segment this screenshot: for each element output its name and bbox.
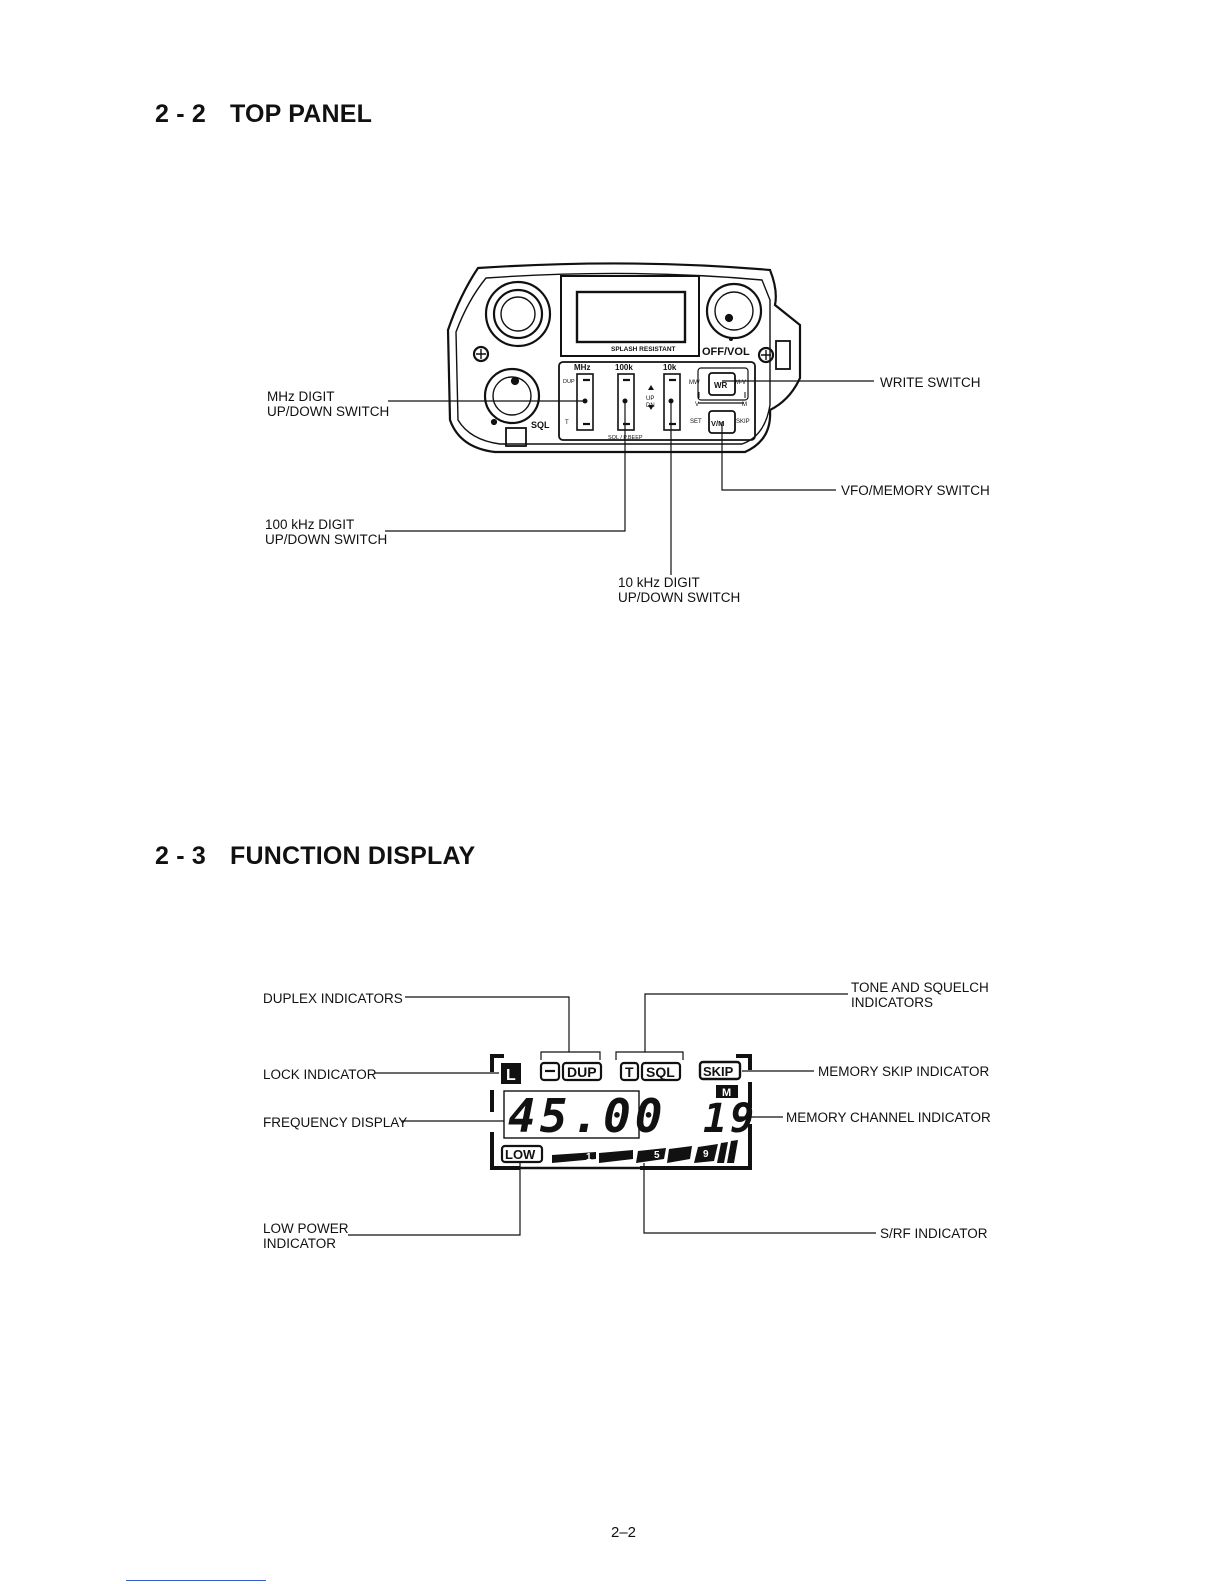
svg-text:M: M [722,1087,731,1099]
svg-text:LOW: LOW [505,1147,536,1162]
section-title-text: TOP PANEL [230,100,373,128]
wr-label: WR [714,381,728,390]
t-label: T [565,420,569,426]
label-duplex-indicators: DUPLEX INDICATORS [263,991,403,1006]
leader-vfo [721,422,836,491]
label-srf-indicator: S/RF INDICATOR [880,1226,988,1241]
duplex-dup-icon: DUP [561,1061,603,1082]
section-number: 2 - 3 [155,842,207,870]
mhz-label: MHz [574,363,590,372]
m-label: M [742,402,747,408]
lock-indicator-icon: L [501,1063,521,1084]
section-heading-function-display: 2 - 3 FUNCTION DISPLAY [155,842,475,871]
lcd-frame-left [490,1054,520,1170]
label-frequency-display: FREQUENCY DISPLAY [263,1115,408,1130]
squelch-sql-icon: SQL [640,1061,682,1082]
s1-mark: 1 [586,1152,592,1163]
memory-skip-icon: SKIP [698,1060,742,1081]
svg-text:T: T [625,1064,634,1080]
sql-knob-label: SQL [531,420,550,430]
s5-mark: 5 [654,1150,660,1161]
label-memory-channel: MEMORY CHANNEL INDICATOR [786,1110,991,1125]
label-100khz-switch: 100 kHz DIGIT UP/DOWN SWITCH [265,517,388,547]
k10-label: 10k [663,363,677,372]
dn-label: DN [646,403,655,409]
svg-text:SKIP: SKIP [703,1064,734,1079]
svg-text:DUP: DUP [567,1064,597,1080]
page-number: 2–2 [611,1524,637,1541]
tone-t-icon: T [619,1061,640,1082]
label-tone-squelch: TONE AND SQUELCH INDICATORS [851,980,989,1010]
dup-label: DUP [563,379,575,385]
low-power-icon: LOW [500,1144,544,1164]
leader-srf [643,1163,876,1234]
label-memory-skip: MEMORY SKIP INDICATOR [818,1064,990,1079]
leader-100k [385,401,626,532]
vm-label: V/M [711,419,724,428]
label-mhz-switch: MHz DIGIT UP/DOWN SWITCH [267,389,390,419]
mw-label: MW [689,380,700,386]
leader-duplex [405,996,570,1060]
srf-meter-bars [552,1140,738,1163]
leader-tone-squelch [615,993,848,1060]
section-heading-top-panel: 2 - 2 TOP PANEL [155,100,372,129]
frequency-display-box [503,1090,640,1139]
memory-m-icon: M [716,1085,738,1099]
section-number: 2 - 2 [155,100,207,128]
up-label: UP [646,396,654,402]
leader-low-power [348,1163,521,1236]
off-vol-label: OFF/VOL [702,346,750,358]
svg-text:SQL: SQL [646,1064,675,1080]
k100-label: 100k [615,363,633,372]
skip-label: SKIP [736,419,750,425]
duplex-minus-icon [539,1061,561,1082]
memory-channel-digits: 19 [703,1096,757,1142]
label-write-switch: WRITE SWITCH [880,375,981,390]
radio-body-outline [446,262,802,454]
label-10khz-switch: 10 kHz DIGIT UP/DOWN SWITCH [618,575,741,605]
frequency-digits: 45.00 [508,1089,666,1143]
label-vfo-memory-switch: VFO/MEMORY SWITCH [841,483,990,498]
s9-mark: 9 [703,1149,709,1160]
splash-resistant-text: SPLASH RESISTANT [611,346,676,353]
v-label: V [695,402,699,408]
set-label: SET [690,419,702,425]
lcd-frame-right [640,1054,752,1170]
label-low-power: LOW POWER INDICATOR [263,1221,349,1251]
label-lock-indicator: LOCK INDICATOR [263,1067,377,1082]
svg-text:L: L [506,1067,516,1084]
section-title-text: FUNCTION DISPLAY [230,842,476,870]
footer-rule [126,1580,266,1581]
mv-label: M-V [735,380,746,386]
